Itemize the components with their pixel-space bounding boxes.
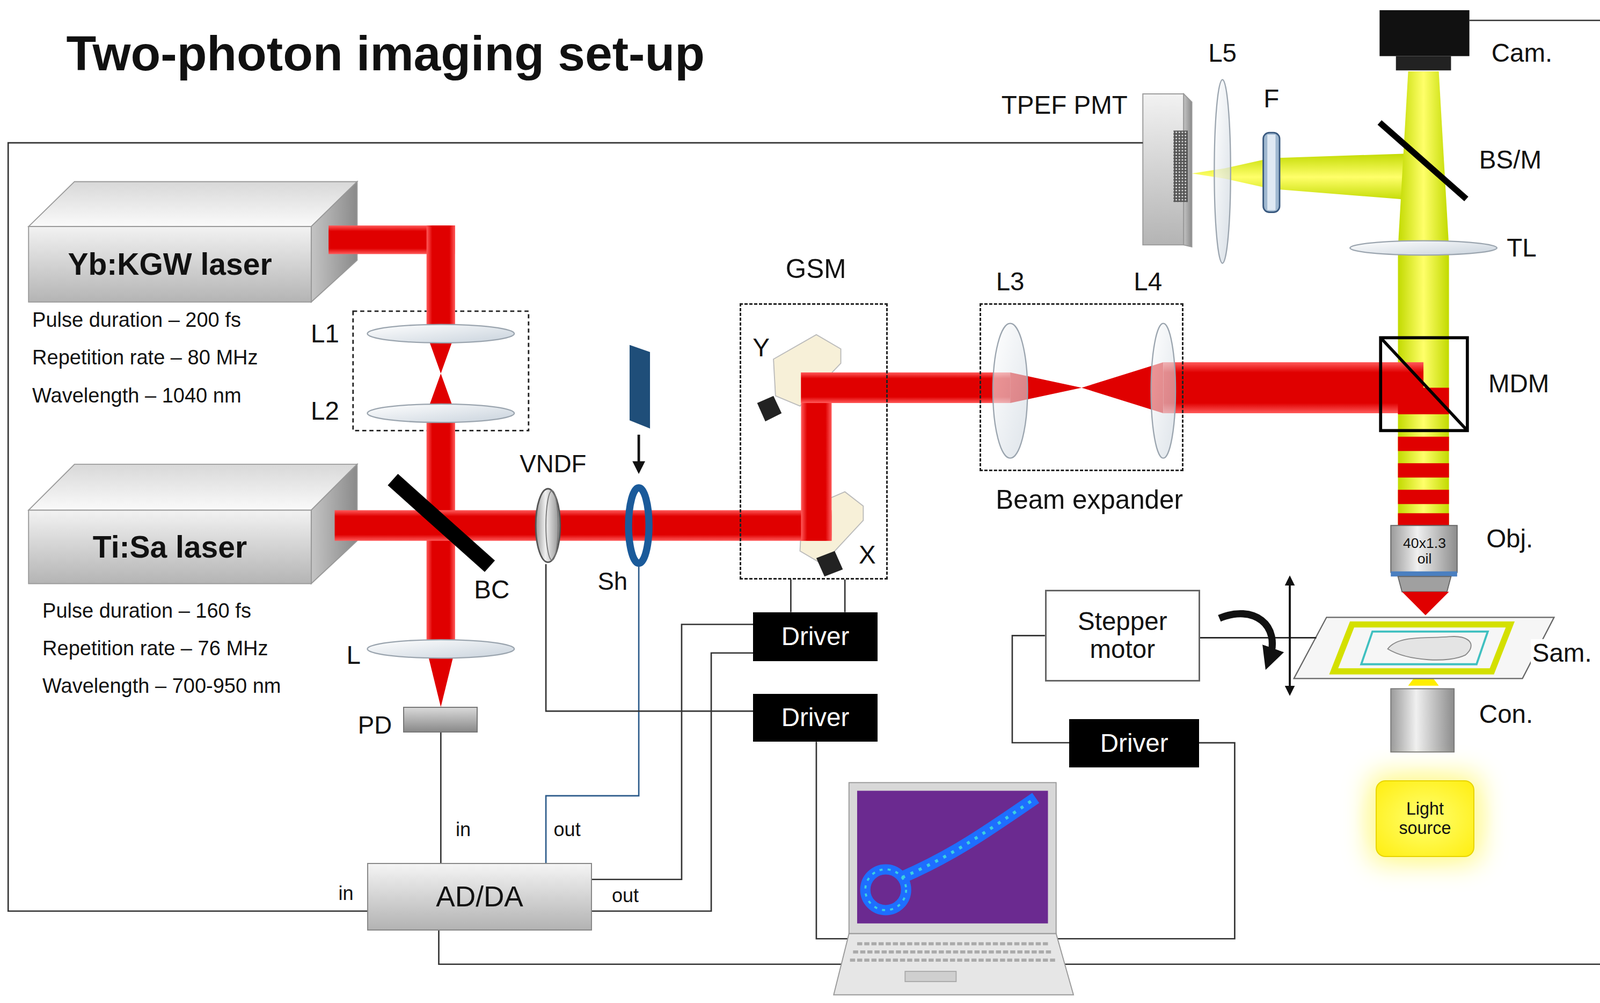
- axis-label: X: [857, 541, 878, 569]
- signal-wires: [438, 20, 1600, 965]
- laser-housings: [28, 181, 357, 584]
- signal-wire: [592, 653, 754, 912]
- detection-optics: [1142, 10, 1470, 247]
- laser-beams: [328, 225, 1449, 707]
- nd-filter: VNDF: [534, 486, 562, 565]
- driver-box: Driver: [753, 693, 878, 742]
- motion-arrows: [1200, 577, 1317, 694]
- part-label: MDM: [1486, 369, 1551, 398]
- objective-spec: 40x1.3 oil: [1394, 535, 1455, 567]
- spec-text: Wavelength – 1040 nm: [30, 384, 244, 408]
- lens-label: L4: [1131, 267, 1164, 296]
- node-label: Light source: [1382, 799, 1468, 838]
- lens-label: L5: [1206, 39, 1239, 68]
- port-label: in: [336, 883, 355, 905]
- part-label: Cam.: [1489, 39, 1555, 68]
- diagram-title: Two-photon imaging set-up: [66, 26, 705, 80]
- part-label: BC: [472, 575, 511, 604]
- pmt-detector: TPEF PMT: [1142, 93, 1192, 247]
- dichroic-mirror: [1380, 337, 1468, 431]
- light-source-box: Light source: [1375, 780, 1475, 858]
- signal-wire: [8, 142, 1143, 912]
- signal-wire: [844, 579, 846, 613]
- spec-text: Wavelength – 700-950 nm: [40, 675, 283, 699]
- spec-text: Repetition rate – 76 MHz: [40, 637, 270, 661]
- part-label: Obj.: [1484, 524, 1535, 553]
- adda-box: AD/DA: [367, 863, 592, 931]
- microscope-stage: [1294, 525, 1555, 872]
- port-label: out: [610, 885, 641, 907]
- part-label: F: [1261, 84, 1281, 113]
- node-label: AD/DA: [435, 881, 524, 913]
- telescope-bracket: [353, 311, 529, 431]
- signal-wire: [545, 566, 639, 864]
- lens-label: L: [345, 640, 363, 669]
- lens-label: TL: [1504, 234, 1538, 262]
- spec-text: Repetition rate – 80 MHz: [30, 346, 260, 370]
- node-label: Beam expander: [995, 485, 1183, 515]
- node-label: VNDF: [519, 450, 587, 478]
- shutter: Sh: [625, 484, 653, 567]
- spec-text: Pulse duration – 200 fs: [30, 309, 243, 332]
- node-label: Driver: [781, 622, 850, 651]
- lens-label: L2: [309, 397, 341, 426]
- node-label: Driver: [1100, 729, 1169, 758]
- beam-combiner: [392, 479, 491, 567]
- node-label: TPEF PMT: [1001, 91, 1128, 120]
- laser-box: Yb:KGW laser: [28, 226, 312, 303]
- node-label: Ti:Sa laser: [92, 530, 247, 565]
- driver-box: Driver: [753, 612, 878, 662]
- lens-label: L3: [994, 267, 1027, 296]
- part-label: Sam.: [1530, 639, 1594, 668]
- port-label: out: [552, 819, 583, 841]
- motor-box: Stepper motor: [1045, 589, 1201, 682]
- spec-text: Pulse duration – 160 fs: [40, 600, 253, 623]
- lens-label: L1: [309, 319, 341, 348]
- part-label: Con.: [1477, 700, 1535, 729]
- signal-wire: [592, 624, 754, 880]
- node-label: GSM: [785, 254, 847, 284]
- axis-label: Y: [750, 333, 772, 362]
- node-label: Driver: [781, 703, 850, 732]
- node-label: Sh: [597, 568, 628, 596]
- signal-wire: [790, 579, 792, 613]
- laser-box: Ti:Sa laser: [28, 510, 312, 584]
- node-label: Yb:KGW laser: [67, 247, 272, 282]
- photodiode: PD: [403, 706, 478, 733]
- beam-expander-group: Beam expander: [979, 303, 1184, 472]
- node-label: Stepper motor: [1052, 607, 1193, 664]
- part-label: BS/M: [1477, 145, 1544, 174]
- laptop-icon: [833, 782, 1074, 995]
- port-label: in: [454, 819, 473, 841]
- signal-wire: [545, 564, 754, 712]
- lenses: [367, 79, 1497, 659]
- signal-wire: [440, 732, 442, 864]
- node-label: PD: [358, 712, 392, 740]
- driver-box: Driver: [1069, 719, 1199, 767]
